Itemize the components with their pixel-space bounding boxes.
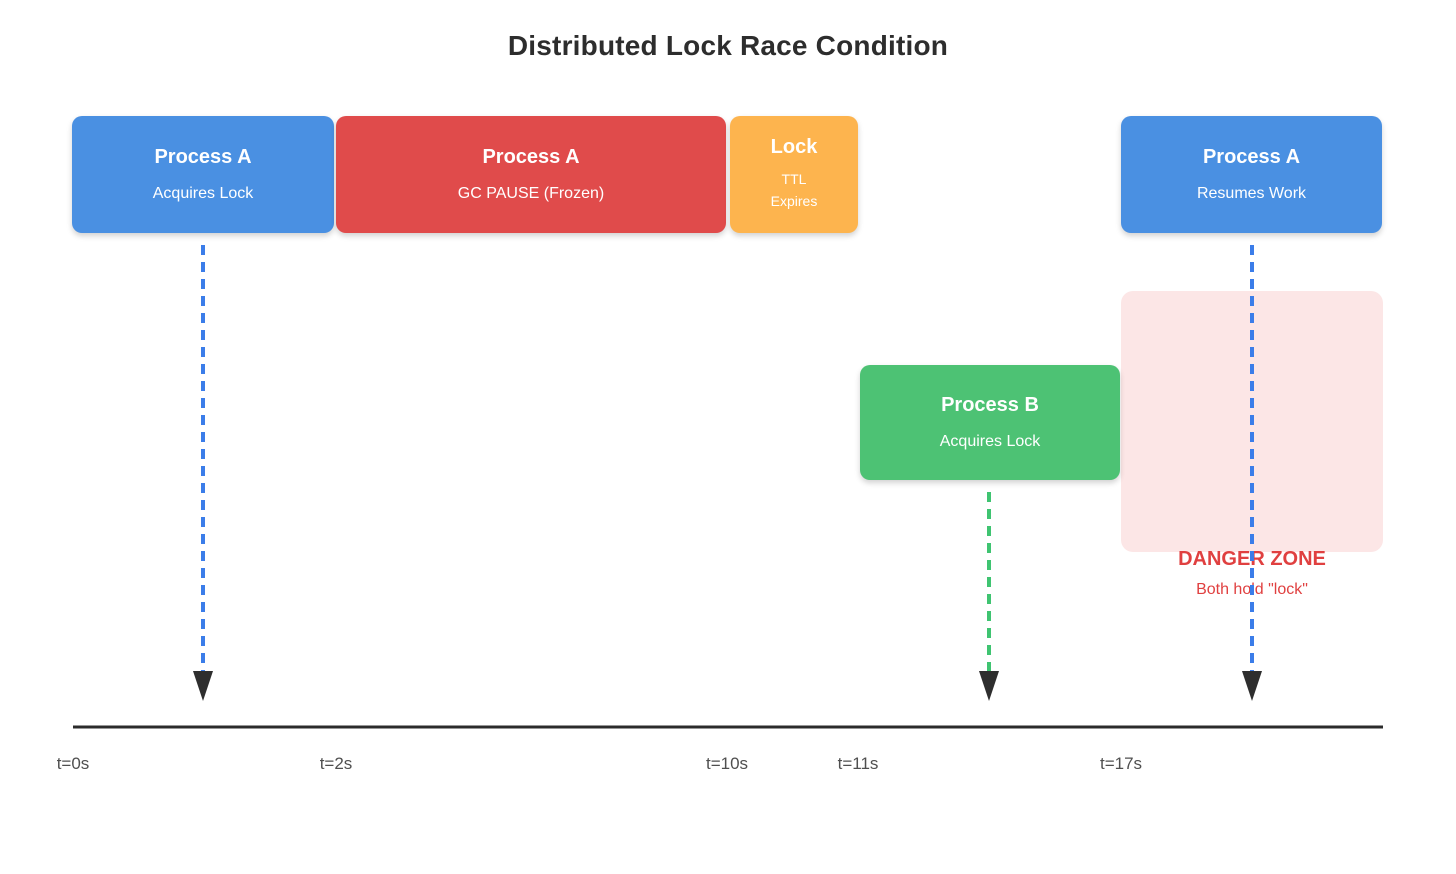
- timeline-label-t11: t=11s: [837, 754, 879, 773]
- process-a-acquires-lock-box: Process A Acquires Lock: [72, 116, 334, 233]
- danger-zone-area: [1121, 291, 1383, 552]
- process-a-acquire-arrowhead-icon: [193, 671, 213, 701]
- box-title: Lock: [770, 136, 818, 159]
- box-subtitle: TTL Expires: [771, 169, 818, 212]
- box-title: Process A: [154, 146, 252, 168]
- timeline-label-t10: t=10s: [705, 754, 749, 773]
- process-a-resumes-work-box: Process A Resumes Work: [1121, 116, 1382, 233]
- page-title: Distributed Lock Race Condition: [507, 30, 949, 61]
- box-subtitle: Resumes Work: [1196, 185, 1307, 202]
- box-subtitle: GC PAUSE (Frozen): [457, 185, 605, 202]
- process-b-acquire-arrowhead-icon: [979, 671, 999, 701]
- process-b-acquires-lock-box: Process B Acquires Lock: [860, 365, 1120, 480]
- box-title: Process A: [1202, 146, 1301, 168]
- box-subtitle-line2: Expires: [770, 193, 818, 209]
- danger-zone-title: DANGER ZONE: [1178, 548, 1326, 570]
- timeline-label-t2: t=2s: [319, 754, 353, 773]
- box-title: Process B: [941, 394, 1039, 416]
- process-a-gc-pause-box: Process A GC PAUSE (Frozen): [336, 116, 726, 233]
- timeline-label-t17: t=17s: [1099, 754, 1143, 773]
- box-subtitle-line1: TTL: [781, 171, 807, 188]
- box-subtitle: Acquires Lock: [152, 185, 254, 202]
- box-title: Process A: [482, 146, 580, 168]
- danger-zone-subtitle: Both hold "lock": [1196, 581, 1308, 598]
- process-a-resume-arrowhead-icon: [1242, 671, 1262, 701]
- lock-ttl-expires-box: Lock TTL Expires: [730, 116, 858, 233]
- box-subtitle: Acquires Lock: [939, 433, 1041, 450]
- timeline-label-t0: t=0s: [56, 754, 90, 773]
